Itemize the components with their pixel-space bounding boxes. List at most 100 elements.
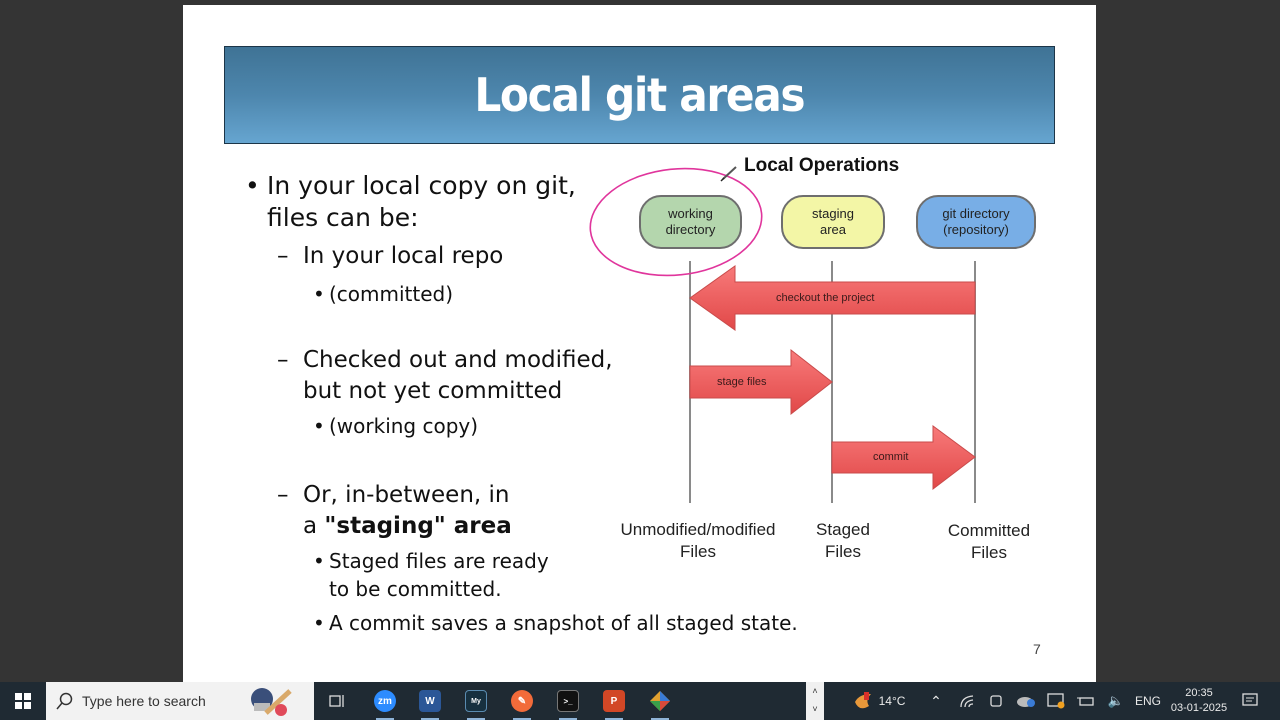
dash-marker: –: [277, 243, 289, 269]
slide: Local git areas • In your local copy on …: [183, 5, 1096, 682]
onedrive-button[interactable]: [1014, 682, 1038, 720]
wifi-icon: [960, 695, 974, 708]
meet-now-button[interactable]: [985, 682, 1007, 720]
sub-commit-snapshot: A commit saves a snapshot of all staged …: [329, 611, 798, 635]
task-view-icon: [329, 695, 344, 707]
sub-committed: (committed): [329, 282, 454, 306]
taskbar-app-postman[interactable]: ✎: [507, 682, 537, 720]
cricket-search-highlight-icon: [251, 688, 292, 716]
taskbar-app-terminal[interactable]: >_: [553, 682, 583, 720]
sub-bullet-marker: •: [313, 282, 325, 306]
bullet-marker: •: [245, 171, 260, 200]
arrows-layer: [589, 166, 976, 491]
terminal-icon: >_: [557, 690, 579, 712]
monitor-alert-icon: [1047, 693, 1065, 709]
diagram-title: Local Operations: [744, 155, 900, 176]
show-hidden-icons-button[interactable]: ⌃: [926, 682, 946, 720]
dash-in-between-line1: Or, in-between, in: [303, 482, 510, 508]
arrow-label-checkout: checkout the project: [776, 292, 875, 304]
postman-icon: ✎: [511, 690, 533, 712]
clock[interactable]: 20:35 03-01-2025: [1166, 682, 1232, 720]
presentation-viewer: Local git areas • In your local copy on …: [183, 5, 1096, 682]
slide-title: Local git areas: [474, 68, 806, 122]
weather-icon: [854, 692, 871, 709]
windows-taskbar: Type here to search zm W My ✎ >_ P ˄: [0, 682, 1280, 720]
running-indicator: [513, 718, 531, 720]
dash-marker: –: [277, 482, 289, 508]
arrow-stage: [689, 348, 833, 416]
arrow-label-commit: commit: [873, 451, 909, 463]
node-git-directory: git directory(repository): [916, 195, 1036, 249]
pen-cursor-icon: [720, 166, 737, 182]
slide-title-bar: Local git areas: [224, 46, 1055, 144]
language-indicator[interactable]: ENG: [1133, 682, 1163, 720]
running-indicator: [421, 718, 439, 720]
dash-in-between-line2: a "staging" area: [303, 513, 512, 539]
clock-time: 20:35: [1185, 687, 1213, 699]
clock-date: 03-01-2025: [1170, 702, 1228, 714]
taskbar-app-powerpoint[interactable]: P: [599, 682, 629, 720]
staging-bold: "staging" area: [324, 513, 512, 539]
dash-checked-out-line1: Checked out and modified,: [303, 347, 613, 373]
running-indicator: [559, 718, 577, 720]
temperature: 14°C: [878, 694, 906, 708]
start-button[interactable]: [0, 682, 46, 720]
speaker-icon: 🔈: [1107, 693, 1125, 708]
sub-staged-ready-line2: to be committed.: [329, 577, 502, 601]
word-icon: W: [419, 690, 441, 712]
taskbar-app-word[interactable]: W: [415, 682, 445, 720]
task-view-button[interactable]: [322, 682, 352, 720]
wifi-button[interactable]: [956, 682, 978, 720]
sub-bullet-marker: •: [313, 549, 325, 573]
git-gui-icon: [650, 691, 670, 711]
taskbar-search-box[interactable]: Type here to search: [46, 682, 314, 720]
camera-icon: [990, 695, 1002, 707]
mysql-shell-icon: My: [465, 690, 487, 712]
notification-icon: [1242, 693, 1258, 706]
taskbar-app-git-gui[interactable]: [645, 682, 675, 720]
powerpoint-icon: P: [603, 690, 625, 712]
dash-marker: –: [277, 347, 289, 373]
sub-staged-ready-line1: Staged files are ready: [329, 549, 549, 573]
running-indicator: [651, 718, 669, 720]
running-indicator: [376, 718, 394, 720]
sub-bullet-marker: •: [313, 414, 325, 438]
running-indicator: [467, 718, 485, 720]
page-number: 7: [1033, 641, 1041, 657]
volume-button[interactable]: 🔈: [1104, 682, 1128, 720]
chevron-down-icon[interactable]: ˅: [812, 704, 818, 714]
taskbar-scroll[interactable]: ˄ ˅: [806, 682, 824, 720]
display-notification-button[interactable]: [1044, 682, 1068, 720]
dash-checked-out-line2: but not yet committed: [303, 378, 563, 404]
arrow-commit: [831, 425, 976, 491]
bullet-l1-line1: In your local copy on git,: [267, 171, 576, 200]
action-center-button[interactable]: [1236, 682, 1264, 720]
taskbar-app-mysql[interactable]: My: [461, 682, 491, 720]
lifeline-repo: [974, 261, 976, 503]
windows-logo-icon: [15, 693, 31, 709]
zoom-icon: zm: [374, 690, 396, 712]
battery-plug-icon: [1077, 697, 1094, 706]
running-indicator: [605, 718, 623, 720]
chevron-up-icon: ⌃: [930, 692, 942, 709]
chevron-up-icon[interactable]: ˄: [812, 686, 818, 696]
dash-local-repo: In your local repo: [303, 243, 504, 269]
sub-working-copy: (working copy): [329, 414, 479, 438]
arrow-label-stage: stage files: [717, 376, 767, 388]
cloud-sync-icon: [1017, 697, 1035, 707]
language-label: ENG: [1134, 694, 1161, 708]
text-a: a: [303, 513, 325, 539]
bullet-l1-line2: files can be:: [267, 203, 419, 232]
arrow-checkout: [689, 265, 976, 331]
sub-bullet-marker: •: [313, 611, 325, 635]
weather-widget[interactable]: 14°C: [843, 682, 913, 720]
taskbar-app-zoom[interactable]: zm: [370, 682, 400, 720]
battery-button[interactable]: [1074, 682, 1098, 720]
pen-annotation-circle: [589, 167, 763, 277]
